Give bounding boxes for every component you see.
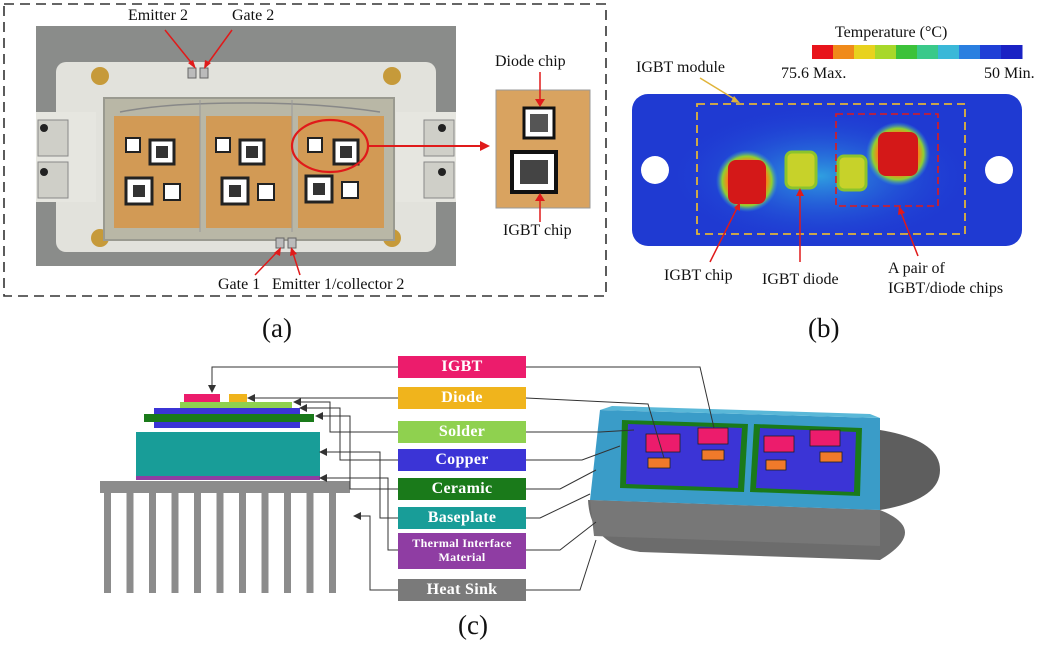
stack-baseplate [136, 432, 320, 476]
heatsink-fin [239, 493, 246, 593]
stack-ceramic [144, 414, 314, 422]
layer-label-diode: Diode [398, 387, 526, 409]
stack-copper-top [154, 408, 300, 414]
heatsink-fin [171, 493, 179, 593]
layer-label-solder: Solder [398, 421, 526, 443]
heatsink-base [100, 481, 350, 493]
caption-a: (a) [262, 313, 292, 343]
label-pair-line2: IGBT/diode chips [888, 280, 1004, 297]
label-igbt-chip-thermal: IGBT chip [664, 267, 733, 284]
heatsink-fin [149, 493, 156, 593]
temperature-legend-bar [812, 45, 1023, 59]
caption-b: (b) [808, 313, 840, 343]
panel-a-dashed-frame [3, 3, 607, 297]
substrate-2 [206, 116, 292, 228]
label-igbt-diode: IGBT diode [762, 271, 839, 288]
stack-igbt [184, 394, 220, 402]
heatsink-fin [126, 493, 134, 593]
stack-solder [180, 402, 292, 408]
stack-copper-bottom [154, 422, 300, 428]
heatsink-fin [261, 493, 269, 593]
label-pair-line1: A pair of [888, 260, 945, 277]
legend-swatch [812, 45, 834, 59]
legend-min: 50 Min. [984, 65, 1035, 82]
legend-swatch [1001, 45, 1023, 59]
label-igbt-module: IGBT module [636, 59, 726, 76]
label-igbt-chip-photo: IGBT chip [503, 222, 572, 239]
legend-swatch [959, 45, 981, 59]
legend-swatch [875, 45, 897, 59]
legend-swatch [917, 45, 939, 59]
heatsink-fins [104, 493, 336, 593]
legend-swatch [833, 45, 855, 59]
caption-c: (c) [458, 610, 488, 640]
layer-label-line: Material [438, 550, 486, 564]
layer-label-heat-sink: Heat Sink [398, 579, 526, 601]
stack-diode [229, 394, 247, 402]
layer-label-igbt: IGBT [398, 356, 526, 378]
legend-swatch [896, 45, 918, 59]
heatsink-fin [194, 493, 201, 593]
legend-swatch [854, 45, 876, 59]
stack-tim [136, 476, 320, 480]
heatsink-fin [306, 493, 314, 593]
label-emitter-2: Emitter 2 [128, 7, 188, 24]
layer-label-baseplate: Baseplate [398, 507, 526, 529]
pair-dashed-box [835, 113, 939, 207]
substrate-1 [114, 116, 200, 228]
mount-hole-right [985, 156, 1013, 184]
heatsink-fin [104, 493, 111, 593]
heatsink-fin [329, 493, 336, 593]
heatsink-fin [284, 493, 291, 593]
heatsink-fin [216, 493, 224, 593]
mount-hole-left [641, 156, 669, 184]
layer-label-copper: Copper [398, 449, 526, 471]
legend-title: Temperature (°C) [835, 24, 948, 41]
label-diode-chip: Diode chip [495, 53, 566, 70]
label-gate-2: Gate 2 [232, 7, 275, 24]
layer-label-line: Thermal Interface [412, 536, 512, 551]
label-gate-1: Gate 1 [218, 276, 261, 293]
legend-max: 75.6 Max. [781, 65, 847, 82]
layer-label-ceramic: Ceramic [398, 478, 526, 500]
label-emitter-1-collector-2: Emitter 1/collector 2 [272, 276, 405, 293]
legend-swatch [938, 45, 960, 59]
module-dashed-box [696, 103, 966, 235]
legend-swatch [980, 45, 1002, 59]
